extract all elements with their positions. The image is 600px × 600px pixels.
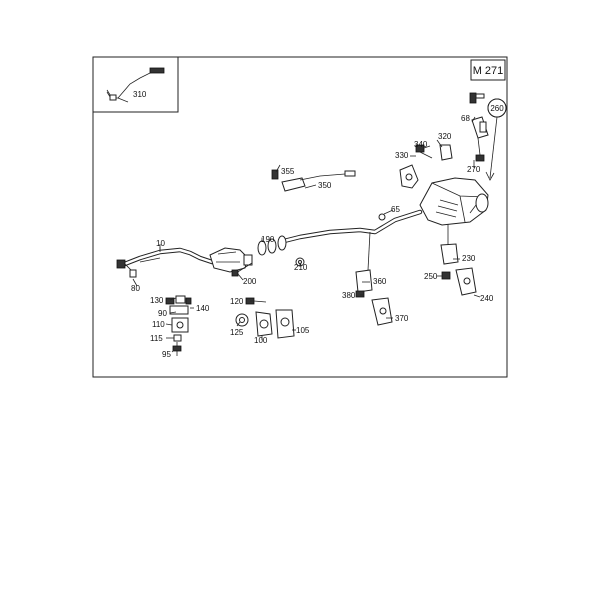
callout-355: 355 xyxy=(281,167,295,176)
callout-130: 130 xyxy=(150,296,164,305)
leader-lines xyxy=(132,116,481,353)
callout-10: 10 xyxy=(156,239,165,248)
model-code-box: M 271 xyxy=(470,59,506,81)
hanger-330-assembly xyxy=(399,144,453,189)
callout-115: 115 xyxy=(150,334,163,343)
callout-270: 270 xyxy=(467,165,481,174)
model-code: M 271 xyxy=(473,65,504,77)
part-65-clip xyxy=(378,213,386,221)
callout-100: 100 xyxy=(254,336,268,345)
part-210-nut xyxy=(295,257,305,267)
part-350-temp-sensor xyxy=(271,169,356,192)
part-80-sensor-connector xyxy=(116,259,137,278)
callout-120: 120 xyxy=(230,297,244,306)
callout-260: 260 xyxy=(490,104,504,113)
callout-190: 190 xyxy=(261,235,275,244)
callout-360: 360 xyxy=(373,277,387,286)
diagram-frame xyxy=(92,56,508,378)
callout-330: 330 xyxy=(395,151,409,160)
pipe-clamp xyxy=(257,235,287,256)
callout-95: 95 xyxy=(162,350,171,359)
catalytic-converter xyxy=(209,247,253,273)
callout-140: 140 xyxy=(196,304,210,313)
callout-350: 350 xyxy=(318,181,332,190)
inset-box-sensor xyxy=(92,56,179,113)
hanger-240-assembly xyxy=(440,224,477,296)
rear-muffler xyxy=(419,177,489,226)
callout-250: 250 xyxy=(424,272,438,281)
callout-240: 240 xyxy=(480,294,494,303)
callout-260-circle xyxy=(487,98,507,118)
callout-labels: 310 260 68 320 340 330 270 355 350 65 10… xyxy=(131,90,507,359)
callout-125: 125 xyxy=(230,328,244,337)
callout-320: 320 xyxy=(438,132,452,141)
callout-310: 310 xyxy=(133,90,147,99)
callout-80: 80 xyxy=(131,284,140,293)
callout-370: 370 xyxy=(395,314,409,323)
callout-105: 105 xyxy=(296,326,310,335)
part-200-bolt xyxy=(231,262,253,277)
callout-200: 200 xyxy=(243,277,257,286)
callout-68: 68 xyxy=(461,114,470,123)
callout-380: 380 xyxy=(342,291,356,300)
callout-340: 340 xyxy=(414,140,428,149)
exhaust-pipe-middle xyxy=(277,209,423,245)
mount-group-center xyxy=(235,297,295,339)
bracket-stack-left xyxy=(165,295,192,356)
exhaust-pipe-front xyxy=(119,247,215,268)
callout-90: 90 xyxy=(158,309,167,318)
callout-210: 210 xyxy=(294,263,308,272)
callout-110: 110 xyxy=(152,320,165,329)
callout-65: 65 xyxy=(391,205,400,214)
callout-230: 230 xyxy=(462,254,476,263)
